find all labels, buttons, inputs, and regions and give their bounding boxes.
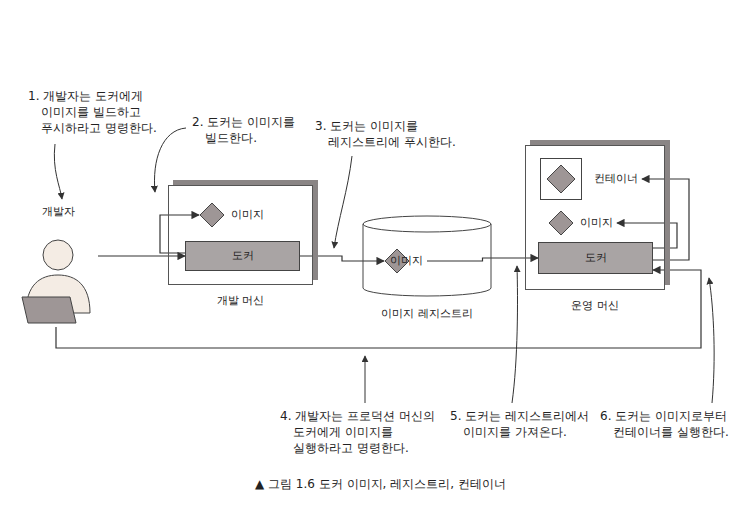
image-diamond [199,202,225,228]
cylinder-outline [362,215,492,297]
node-label: 이미지 [580,216,613,230]
node-heading: 운영 머신 [506,299,684,313]
node-label: 컨테이너 [594,172,638,186]
leader-line [334,156,352,248]
node-label: 개발자 [18,205,98,219]
leader-line [512,266,517,403]
callout-text: 3. 도커는 이미지를 레지스트리에 푸시한다. [315,118,473,150]
machine-box: 이미지도커개발 머신 [168,185,313,285]
image-icon: 이미지 [199,202,268,228]
connector-arrow [56,270,701,348]
callout-text: 5. 도커는 레지스트리에서 이미지를 가져온다. [450,408,605,440]
node-label: 도커 [585,251,607,265]
docker-bar: 도커 [538,242,653,274]
image-diamond [548,210,574,236]
node-label: 도커 [232,249,254,263]
leader-line [154,128,186,192]
container-square [540,158,582,200]
callout-text: 4. 개발자는 프로덕션 머신의 도커에게 이미지를 실행하라고 명령한다. [280,408,453,457]
developer-figure: 개발자 [18,205,98,327]
registry-cylinder: 이미지이미지 레지스트리 [362,215,492,297]
node-heading: 개발 머신 [149,294,332,308]
node-heading: 이미지 레지스트리 [342,307,512,321]
node-label: 이미지 [390,254,423,268]
image-icon: 이미지 [548,210,617,236]
callout-text: 2. 도커는 이미지를 빌드한다. [192,114,330,146]
callout-text: 6. 도커는 이미지로부터 컨테이너를 실행한다. [600,408,743,440]
leader-line [54,144,62,199]
docker-bar: 도커 [185,241,300,271]
developer-illustration [18,205,98,327]
node-label: 이미지 [231,208,264,222]
figure-caption: ▲ 그림 1.6 도커 이미지, 레지스트리, 컨테이너 [255,476,506,493]
callout-text: 1. 개발자는 도커에게 이미지를 빌드하고 푸시하라고 명령한다. [28,88,171,137]
connector-arrow [427,258,538,261]
connector-arrow [98,255,185,256]
image-icon: 이미지 [384,248,427,274]
leader-line [709,278,714,403]
machine-box: 컨테이너이미지도커운영 머신 [525,145,665,290]
container-box: 컨테이너 [540,158,642,200]
leader-line [365,356,366,403]
